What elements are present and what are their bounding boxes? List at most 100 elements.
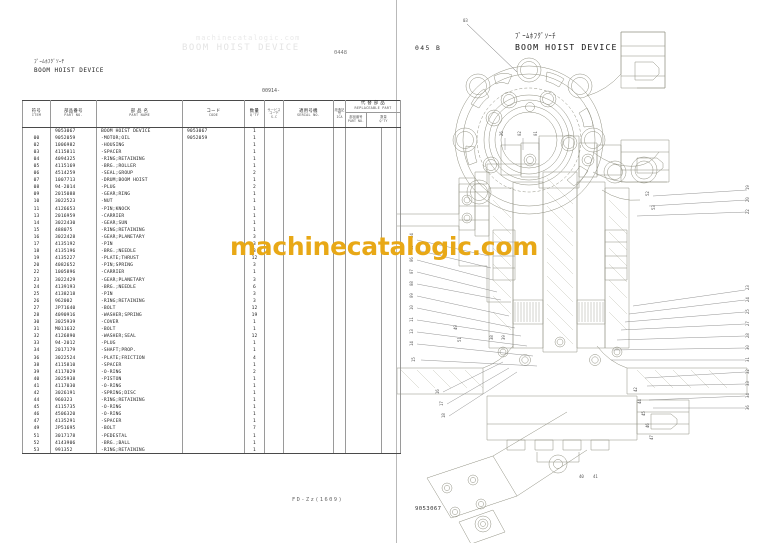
drawing-title-japanese: ﾌﾞｰﾑﾎﾌｸﾞｿｰﾁ [515, 32, 556, 40]
cell-replaceable-part-no [345, 397, 382, 405]
svg-text:45: 45 [641, 411, 646, 416]
col-header-item: 符号 ITEM [22, 100, 51, 128]
cell-qty: 1 [244, 212, 265, 220]
cell-part-name: -O-RING [96, 382, 183, 390]
cell-item: 07 [22, 177, 51, 185]
boom-hoist-assembly-drawing: 03 26 02 01 04 05 06 07 08 09 10 11 13 1… [397, 18, 750, 543]
drawing-page-number: 045 B [415, 44, 442, 52]
cell-service-code [264, 134, 284, 142]
cell-part-no: 4135196 [50, 248, 97, 256]
cell-service-code [264, 397, 284, 405]
cell-service-code [264, 241, 284, 249]
svg-text:38: 38 [489, 335, 494, 340]
cell-ica [333, 276, 346, 284]
cell-item: 49 [22, 425, 51, 433]
cell-serial-no [283, 141, 334, 149]
cell-code [182, 382, 245, 390]
cell-replaceable-part-no [345, 382, 382, 390]
cell-replaceable-qty [381, 311, 401, 320]
svg-text:26: 26 [499, 131, 504, 136]
cell-part-no: 4082652 [50, 262, 97, 270]
cell-qty: 1 [244, 389, 265, 398]
svg-text:20: 20 [745, 197, 750, 202]
svg-text:49: 49 [453, 325, 458, 330]
svg-text:17: 17 [439, 401, 444, 406]
cell-part-no: 2015088 [50, 191, 97, 199]
cell-part-name: -CARRIER [96, 212, 183, 220]
svg-text:40: 40 [579, 474, 584, 479]
cell-part-name: -WASHER;SEAL [96, 333, 183, 341]
cell-service-code [264, 389, 284, 398]
cell-ica [333, 219, 346, 227]
cell-serial-no [283, 226, 334, 234]
cell-replaceable-part-no [345, 354, 382, 362]
cell-service-code [264, 361, 284, 369]
cell-item: 40 [22, 375, 51, 383]
svg-text:15: 15 [411, 357, 416, 362]
cell-part-name: -RING;RETAINING [96, 297, 183, 305]
cell-ica [333, 255, 346, 263]
cell-code [182, 219, 245, 227]
cell-replaceable-qty [381, 248, 401, 256]
cell-replaceable-part-no [345, 226, 382, 234]
cell-replaceable-qty [381, 432, 401, 440]
cell-qty: 3 [244, 241, 265, 249]
svg-text:47: 47 [649, 435, 654, 440]
cell-part-name: -WASHER;SPRING [96, 311, 183, 320]
cell-replaceable-qty [381, 375, 401, 383]
svg-text:16: 16 [435, 389, 440, 394]
col-header-replaceable-part: 代 替 部 品 REPLACEABLE PART 部品番号 PART NO. 数… [345, 100, 401, 128]
cell-service-code [264, 382, 284, 390]
cell-service-code [264, 184, 284, 192]
cell-part-name: -SPACER [96, 148, 183, 156]
cell-code [182, 397, 245, 405]
cell-part-no: M011632 [50, 326, 97, 334]
cell-item: 38 [22, 361, 51, 369]
cell-replaceable-qty [381, 354, 401, 362]
parts-table: 符号 ITEM 部品番号 PART NO. 部 品 名 PART NAME コー… [22, 100, 401, 455]
drawing-pane: 045 B ﾌﾞｰﾑﾎﾌｸﾞｿｰﾁ BOOM HOIST DEVICE 9053… [397, 0, 768, 543]
cell-part-no: 4115735 [50, 404, 97, 412]
cell-code [182, 191, 245, 199]
cell-ica [333, 347, 346, 355]
cell-replaceable-part-no [345, 148, 382, 156]
cell-part-name: -COVER [96, 319, 183, 327]
svg-text:07: 07 [409, 269, 414, 274]
cell-item: 05 [22, 162, 51, 171]
cell-code [182, 184, 245, 192]
cell-qty: 1 [244, 439, 265, 447]
cell-code [182, 276, 245, 284]
cell-serial-no [283, 418, 334, 426]
cell-serial-no [283, 248, 334, 256]
cell-replaceable-qty [381, 134, 401, 142]
cell-replaceable-part-no [345, 177, 382, 185]
cell-code [182, 162, 245, 171]
form-code-top: 00914- [262, 88, 281, 94]
cell-part-name: -CARRIER [96, 269, 183, 277]
cell-part-no: JP51695 [50, 425, 97, 433]
cell-code [182, 425, 245, 433]
cell-ica [333, 226, 346, 234]
cell-qty: 1 [244, 319, 265, 327]
cell-qty: 2 [244, 170, 265, 178]
cell-part-no: 3022429 [50, 276, 97, 284]
cell-replaceable-qty [381, 127, 401, 135]
cell-code [182, 170, 245, 178]
cell-qty: 2 [244, 184, 265, 192]
cell-replaceable-qty [381, 290, 401, 298]
svg-text:18: 18 [441, 413, 446, 418]
cell-part-name: -RING;RETAINING [96, 226, 183, 234]
cell-replaceable-qty [381, 340, 401, 348]
cell-item: 13 [22, 212, 51, 220]
cell-ica [333, 177, 346, 185]
cell-qty: 12 [244, 255, 265, 263]
cell-serial-no [283, 212, 334, 220]
cell-item: 47 [22, 418, 51, 426]
cell-serial-no [283, 333, 334, 341]
